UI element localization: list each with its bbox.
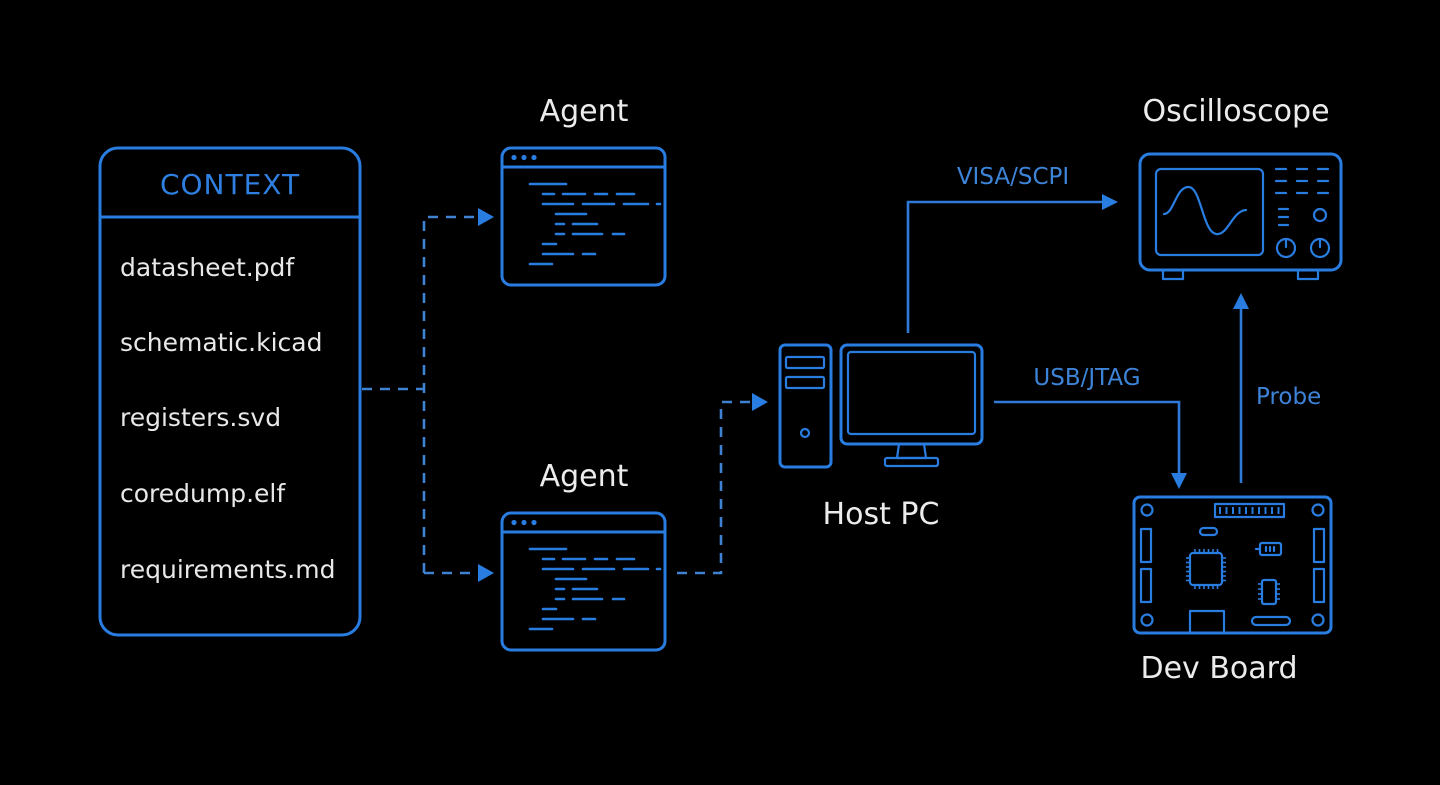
oscilloscope-icon — [1138, 152, 1343, 281]
connector-host-to-devboard: USB/JTAG — [994, 365, 1187, 489]
context-panel: CONTEXT datasheet.pdf schematic.kicad re… — [98, 146, 362, 637]
solid-line — [906, 200, 1102, 333]
connector-context-to-agents — [362, 208, 494, 582]
desktop-computer-icon — [778, 343, 984, 469]
arrowhead-icon — [478, 564, 494, 582]
code-window-icon — [500, 511, 667, 652]
connector-devboard-to-oscilloscope: Probe — [1233, 293, 1321, 483]
connector-agent-to-host — [677, 393, 768, 575]
arrowhead-icon — [1102, 194, 1118, 210]
usb-jtag-label: USB/JTAG — [1033, 365, 1140, 391]
dev-board-node: Dev Board — [1132, 495, 1333, 686]
connector-host-to-oscilloscope: VISA/SCPI — [906, 164, 1118, 333]
agent-top-title: Agent — [540, 94, 629, 129]
circuit-board-icon — [1132, 495, 1333, 635]
host-pc-title: Host PC — [823, 497, 940, 532]
arrowhead-icon — [1171, 473, 1187, 489]
arrowhead-icon — [752, 393, 768, 411]
context-panel-border — [98, 146, 362, 637]
context-file-item: registers.svd — [120, 403, 281, 432]
agent-top-node: Agent — [500, 94, 667, 287]
dashed-line — [677, 400, 752, 575]
oscilloscope-node: Oscilloscope — [1138, 94, 1343, 281]
solid-line — [994, 400, 1181, 473]
context-file-item: coredump.elf — [120, 479, 286, 508]
arrowhead-icon — [1233, 293, 1249, 309]
dev-board-title: Dev Board — [1140, 651, 1297, 686]
visa-scpi-label: VISA/SCPI — [957, 164, 1069, 190]
probe-label: Probe — [1256, 384, 1321, 410]
code-window-icon — [500, 146, 667, 287]
context-header: CONTEXT — [160, 168, 300, 201]
context-file-item: requirements.md — [120, 555, 335, 584]
agent-bottom-title: Agent — [540, 459, 629, 494]
agent-bottom-node: Agent — [500, 459, 667, 652]
host-pc-node: Host PC — [778, 343, 984, 532]
context-file-item: schematic.kicad — [120, 328, 322, 357]
arrowhead-icon — [478, 208, 494, 226]
dashed-line — [422, 215, 478, 573]
oscilloscope-title: Oscilloscope — [1142, 94, 1329, 129]
context-file-item: datasheet.pdf — [120, 253, 295, 282]
